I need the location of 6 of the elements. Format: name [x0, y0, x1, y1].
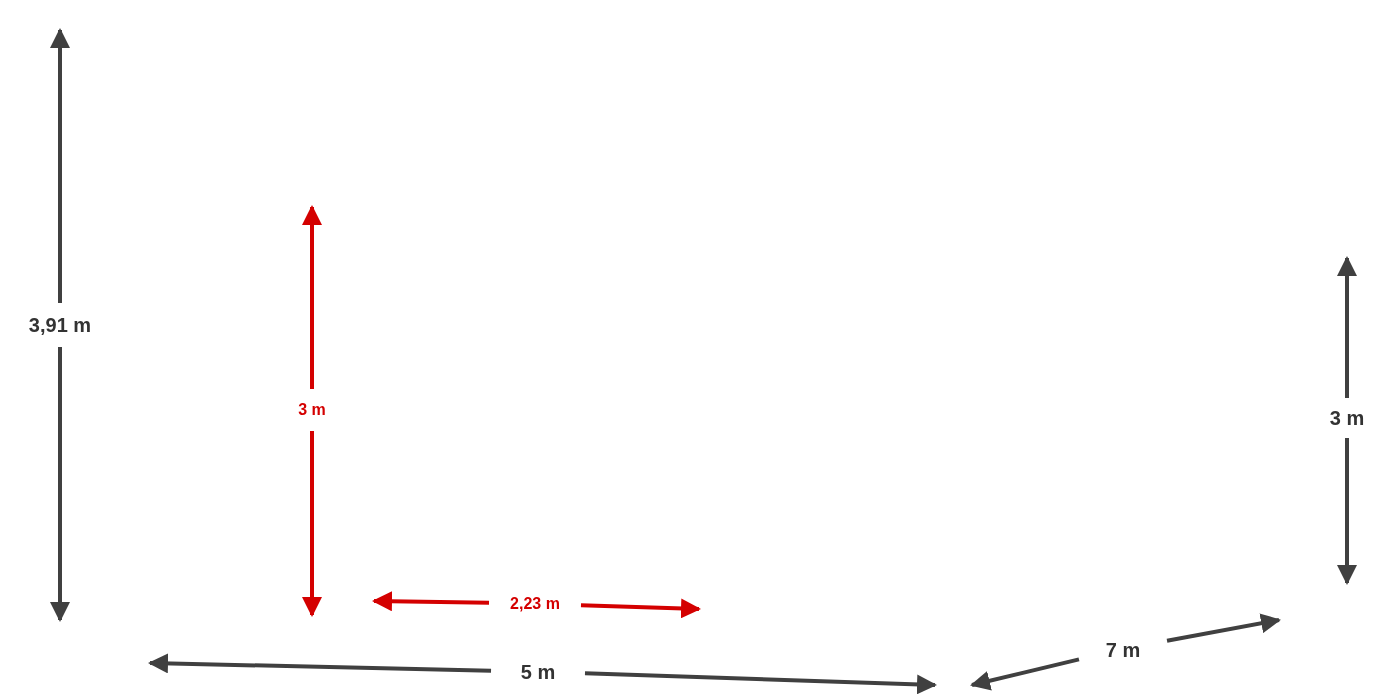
dimension-label: 3 m	[298, 400, 326, 420]
dimension-label: 3,91 m	[28, 313, 92, 338]
dimension-label: 2,23 m	[510, 594, 560, 614]
dimension-label: 3 m	[1329, 406, 1365, 431]
dimension-label: 5 m	[520, 660, 556, 685]
dimension-label: 7 m	[1105, 638, 1141, 663]
